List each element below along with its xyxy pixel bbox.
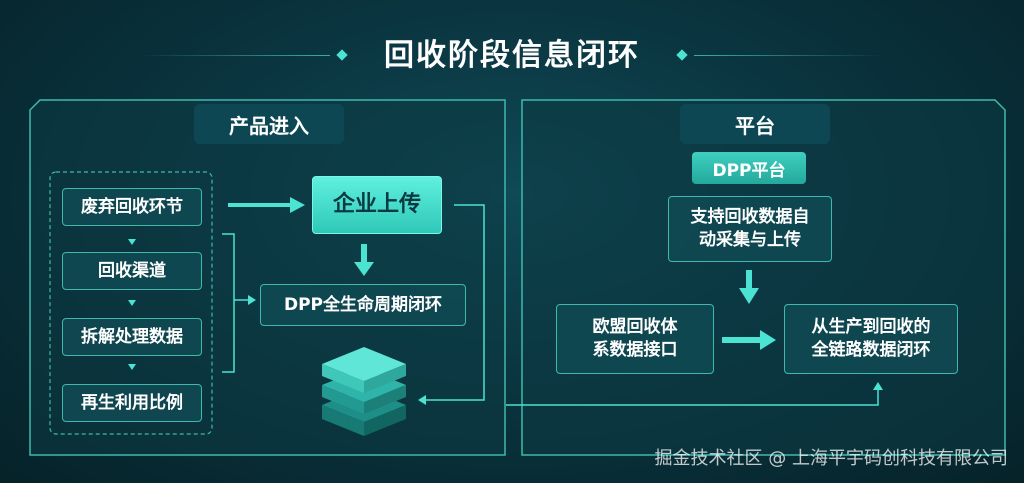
step-dismantling-data: 拆解处理数据 <box>62 318 202 356</box>
arrow-upload-to-loop <box>354 244 374 276</box>
step-arrows <box>128 239 136 370</box>
auto-collect-box: 支持回收数据自 动采集与上传 <box>668 196 832 262</box>
eu-interface-line-1: 欧盟回收体 <box>592 317 678 338</box>
auto-collect-line-2: 动采集与上传 <box>699 230 801 250</box>
right-panel-label: 平台 <box>680 104 830 144</box>
steps-group-frame <box>49 171 213 435</box>
left-panel-label: 产品进入 <box>194 104 344 144</box>
auto-collect-line-1: 支持回收数据自 <box>690 207 810 228</box>
title-deco-left <box>140 55 330 56</box>
watermark: 掘金技术社区 @ 上海平宇码创科技有限公司 <box>654 448 1008 469</box>
dpp-lifecycle-loop-box: DPP全生命周期闭环 <box>260 284 466 326</box>
full-chain-line-1: 从生产到回收的 <box>811 317 931 338</box>
loop-return-line <box>424 204 485 401</box>
dpp-platform-badge: DPP平台 <box>692 152 806 184</box>
enterprise-upload-box: 企业上传 <box>312 176 442 234</box>
link-left-to-right <box>506 388 879 406</box>
arrow-steps-to-upload <box>228 197 305 213</box>
eu-interface-box: 欧盟回收体 系数据接口 <box>556 304 714 374</box>
full-chain-line-2: 全链路数据闭环 <box>811 340 931 360</box>
arrow-steps-to-loop <box>222 233 250 373</box>
page-title: 回收阶段信息闭环 <box>384 38 640 73</box>
arrow-collect-to-chain <box>739 270 759 304</box>
full-chain-loop-box: 从生产到回收的 全链路数据闭环 <box>784 304 958 374</box>
step-recycling-ratio: 再生利用比例 <box>62 384 202 422</box>
database-stack-icon <box>322 347 406 436</box>
title-deco-right <box>694 55 884 56</box>
eu-interface-line-2: 系数据接口 <box>592 340 678 360</box>
arrow-eu-to-chain <box>722 330 776 350</box>
step-recycling-channel: 回收渠道 <box>62 252 202 290</box>
step-waste-recycling: 废弃回收环节 <box>62 188 202 226</box>
